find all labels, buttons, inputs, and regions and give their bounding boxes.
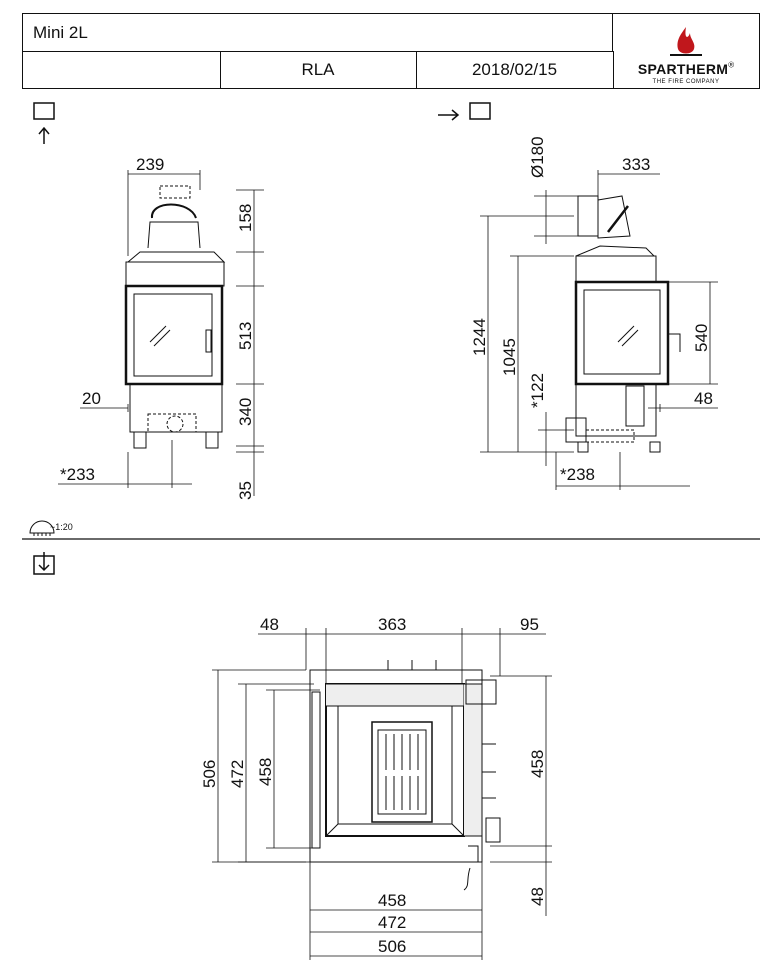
side-view-drawing <box>565 195 681 453</box>
drawing-title: Mini 2L <box>23 14 613 52</box>
empty-cell <box>23 51 221 88</box>
top-depth-outer-label: 506 <box>200 760 219 788</box>
flame-icon <box>670 27 702 56</box>
front-feet-height-label: 35 <box>236 481 255 500</box>
scale-label: ~1:20 <box>50 522 73 532</box>
front-base-height-label: 340 <box>236 398 255 426</box>
side-flue-diameter-label: Ø180 <box>528 136 547 178</box>
side-inlet-height-label: *122 <box>528 373 547 408</box>
title-block: Mini 2L RLA 2018/02/15 SPARTHERM® THE FI… <box>22 13 760 89</box>
top-view-icon <box>33 552 55 575</box>
top-width-inner-label: 458 <box>378 891 406 910</box>
front-door-height-label: 513 <box>236 322 255 350</box>
top-depth-inner-label: 458 <box>256 758 275 786</box>
model-code: RLA <box>220 51 417 88</box>
side-total-height-label: 1244 <box>470 318 489 356</box>
brand-mark: ® <box>728 60 735 70</box>
top-left-offset-label: 48 <box>260 615 279 634</box>
top-view-drawing <box>309 660 501 891</box>
top-view-dimensions <box>212 628 552 960</box>
top-front-offset-label: 48 <box>528 887 547 906</box>
side-view-icon <box>438 102 491 121</box>
top-width-mid-label: 472 <box>378 913 406 932</box>
side-flue-offset-label: 333 <box>622 155 650 174</box>
top-right-offset-label: 95 <box>520 615 539 634</box>
side-inlet-offset-label: *238 <box>560 465 595 484</box>
top-depth-right-label: 458 <box>528 750 547 778</box>
top-width-outer-label: 506 <box>378 937 406 956</box>
front-view-icon <box>33 102 55 144</box>
front-flue-height-label: 158 <box>236 204 255 232</box>
front-flue-width-label: 239 <box>136 155 164 174</box>
brand-name: SPARTHERM <box>637 61 729 77</box>
side-connection-height-label: 1045 <box>500 338 519 376</box>
side-handle-offset-label: 48 <box>694 389 713 408</box>
top-depth-mid-label: 472 <box>228 760 247 788</box>
scale-ruler-icon <box>29 520 55 536</box>
front-view-drawing <box>124 185 226 449</box>
drawing-date: 2018/02/15 <box>416 51 614 88</box>
brand-tagline: THE FIRE COMPANY <box>652 79 720 85</box>
side-view-dimensions <box>480 170 718 490</box>
side-door-height-label: 540 <box>692 324 711 352</box>
front-view-dimensions <box>58 170 264 496</box>
brand-logo: SPARTHERM® THE FIRE COMPANY <box>613 14 759 88</box>
front-inlet-width-label: *233 <box>60 465 95 484</box>
front-frame-side-label: 20 <box>82 389 101 408</box>
top-center-width-label: 363 <box>378 615 406 634</box>
